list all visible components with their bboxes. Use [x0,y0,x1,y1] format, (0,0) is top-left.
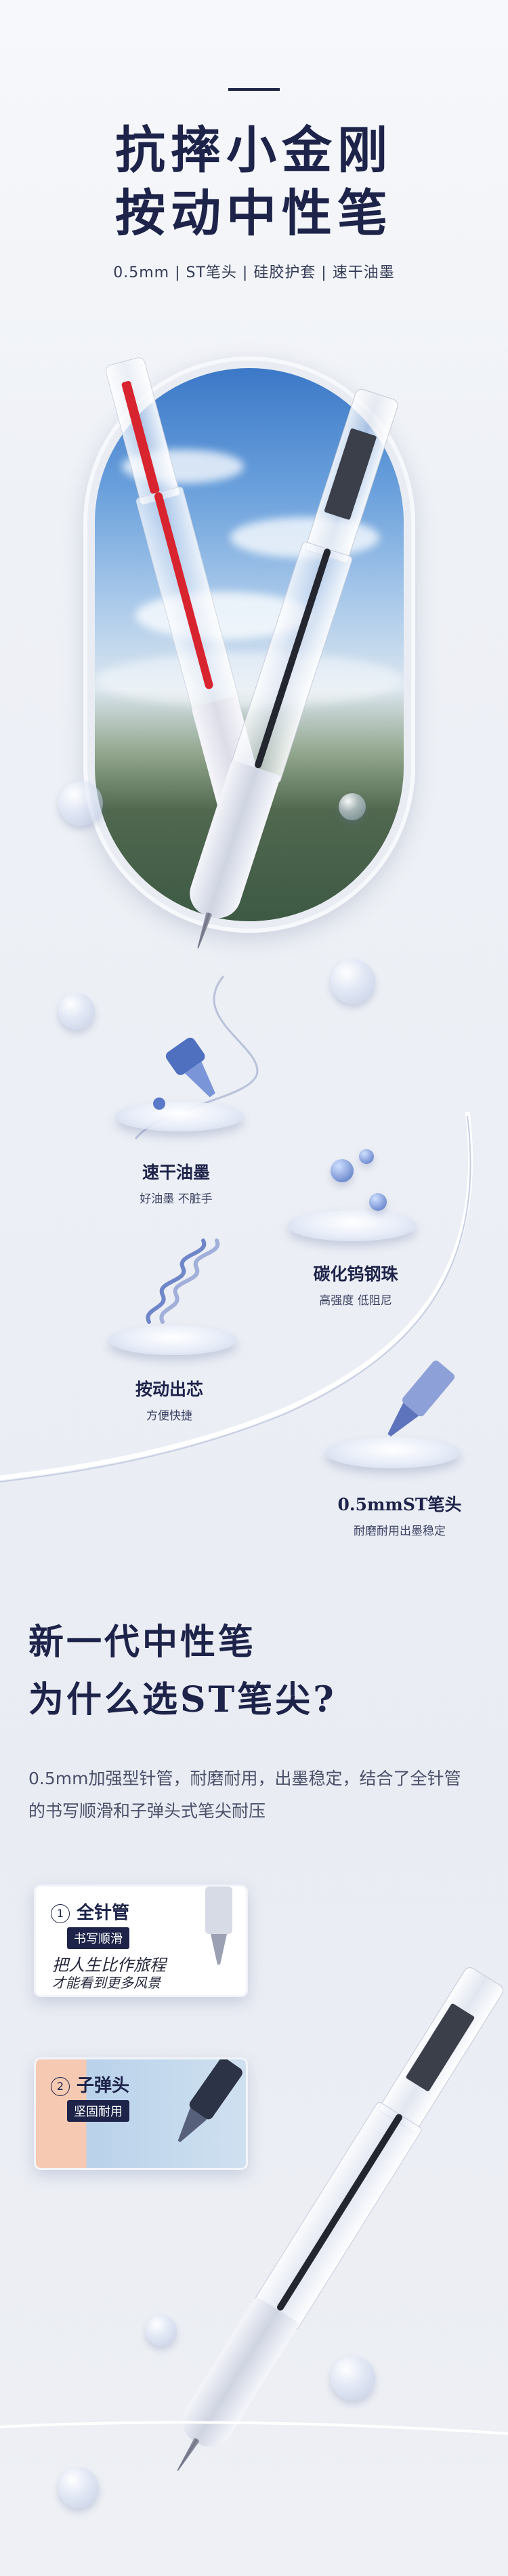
section-title-line1: 新一代中性笔 [28,1622,257,1663]
ink-puddle [108,1325,237,1355]
feature-subtitle: 好油墨 不脏手 [140,1192,213,1206]
card-number: 1 [51,1904,70,1923]
feature-subtitle: 方便快捷 [146,1409,192,1423]
water-bubble [146,2315,177,2346]
feature-title: 按动出芯 [135,1380,203,1399]
water-bubble [331,2356,375,2400]
water-bubble [339,793,366,820]
hero-title-line2: 按动中性笔 [115,184,393,243]
water-bubble [58,781,103,826]
water-bubble [58,2468,99,2508]
card-number: 2 [51,2077,70,2096]
handwriting-sample: 才能看到更多风景 [52,1975,161,1991]
ink-drop-icon [153,1037,215,1110]
ink-puddle [325,1437,461,1468]
spring-icon [146,1239,220,1324]
bullet-tip-icon [177,2059,242,2143]
handwriting-sample: 把人生比作旅程 [52,1956,166,1975]
water-bubble [58,993,95,1030]
water-bubble [331,959,375,1004]
feature-title: 速干油墨 [142,1163,210,1182]
feature-subtitle: 耐磨耐用出墨稳定 [354,1525,446,1538]
ink-puddle [115,1102,244,1131]
hero-spec-line: 0.5mm | ST笔头 | 硅胶护套 | 速干油墨 [113,264,395,281]
hero-title-line1: 抗摔小金刚 [115,121,393,180]
pen-tip-icon [387,1361,455,1437]
floor-reflection-line [0,2421,508,2435]
card-badge: 坚固耐用 [67,2100,129,2122]
section-title-line2: 为什么选ST笔尖? [28,1679,337,1720]
title-accent-line [228,88,280,91]
ball-icon [369,1193,387,1211]
card-badge: 书写顺滑 [67,1927,129,1949]
feature-subtitle: 高强度 低阻尼 [319,1294,392,1308]
feature-title: 0.5mmST笔头 [337,1495,462,1514]
ball-icon [331,1159,354,1182]
section-description: 0.5mm加强型针管，耐磨耐用，出墨稳定，结合了全针管的书写顺滑和子弹头式笔尖耐… [28,1769,461,1821]
ink-puddle [288,1210,417,1241]
feature-title: 碳化钨钢珠 [313,1264,398,1284]
needle-tip-icon [205,1887,232,1965]
ball-icon [359,1149,374,1164]
